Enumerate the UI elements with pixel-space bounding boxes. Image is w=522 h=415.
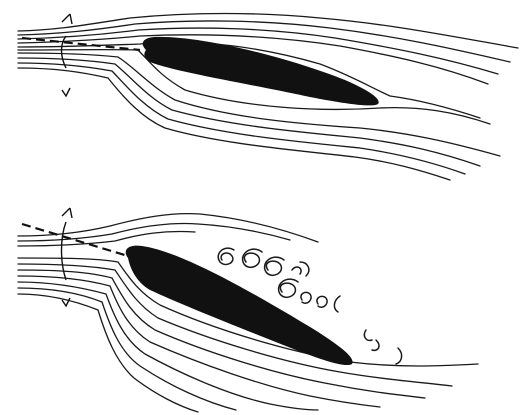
vortex-7 [317, 296, 327, 307]
vortex-4 [279, 279, 298, 297]
vortex-11 [396, 348, 402, 364]
vortex-1 [218, 248, 234, 264]
streamlines-lower-separated [18, 258, 478, 412]
vortex-5 [292, 262, 309, 276]
chord-axis-lower [22, 224, 128, 256]
vortex-3 [265, 257, 284, 275]
panel-attached-flow [18, 14, 518, 181]
vortex-10 [372, 340, 379, 350]
vortex-2 [243, 249, 262, 267]
panel-separated-flow [18, 208, 478, 412]
vortex-9 [364, 330, 372, 340]
vortex-8 [334, 296, 340, 312]
vortex-6 [301, 292, 311, 303]
